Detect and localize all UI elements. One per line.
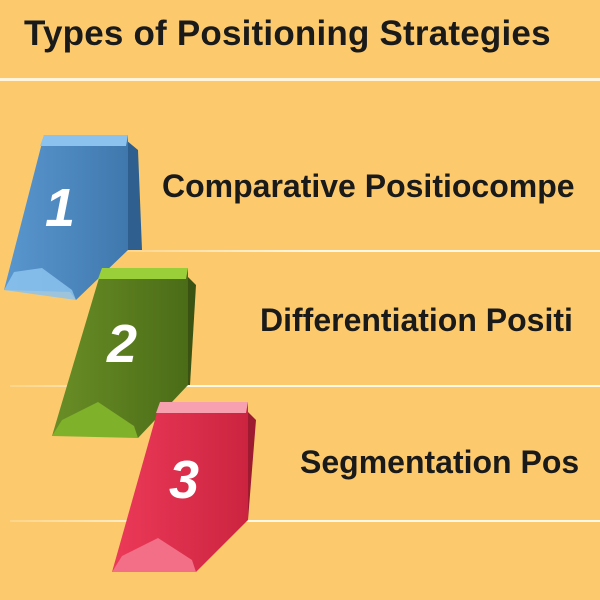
ribbon-number-2: 2: [106, 314, 137, 374]
item-2-divider: [10, 385, 600, 387]
ribbon-badge-1: 1: [4, 135, 142, 300]
title-divider: [0, 78, 600, 81]
ribbon-badge-2: 2: [52, 268, 196, 438]
item-3-divider: [10, 520, 600, 522]
item-3-label: Segmentation Pos: [300, 444, 580, 480]
item-1-divider: [120, 250, 600, 252]
ribbon-badge-3: 3: [112, 402, 256, 572]
page-title: Types of Positioning Strategies: [24, 14, 551, 53]
item-2-label: Differentiation Positi: [260, 302, 573, 338]
item-1-label: Comparative Positiocompe: [162, 168, 575, 204]
ribbon-number-1: 1: [45, 178, 75, 238]
ribbon-number-3: 3: [169, 450, 199, 510]
